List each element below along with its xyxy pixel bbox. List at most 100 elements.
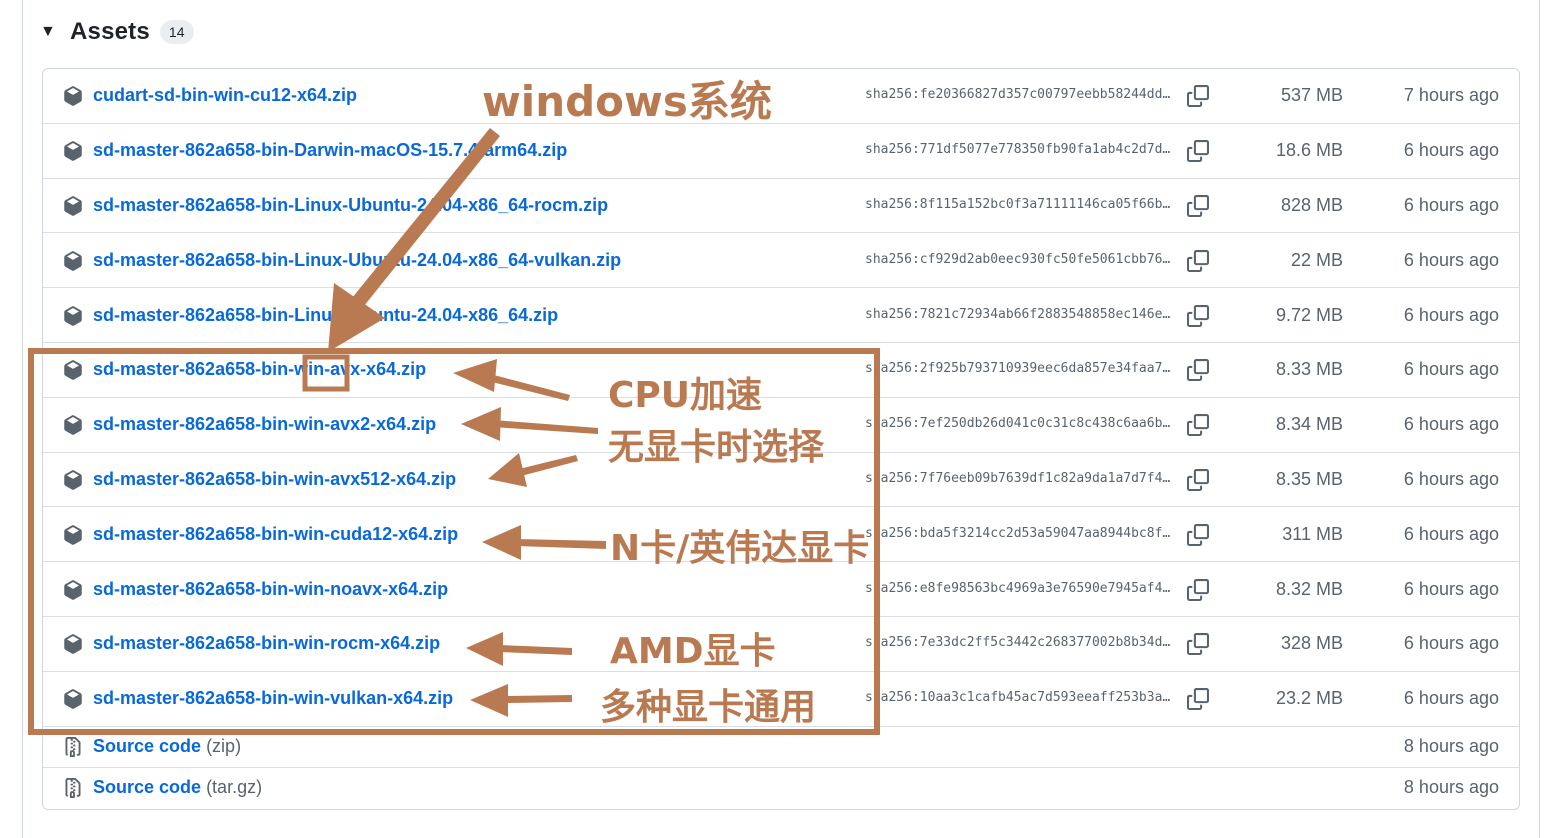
asset-link[interactable]: sd-master-862a658-bin-Darwin-macOS-15.7.… [93, 140, 568, 161]
asset-link[interactable]: sd-master-862a658-bin-win-vulkan-x64.zip [93, 688, 454, 709]
asset-size: 8.34 MB [1275, 414, 1343, 435]
asset-time: 6 hours ago [1403, 194, 1499, 215]
copy-icon[interactable] [1187, 688, 1209, 711]
asset-time: 6 hours ago [1403, 578, 1499, 599]
asset-sha256: sha256:771df5077e778350fb90fa1ab4c2d7d… [865, 142, 1171, 158]
copy-icon[interactable] [1187, 414, 1209, 437]
asset-size: 22 MB [1290, 249, 1343, 270]
asset-sha256: sha256:bda5f3214cc2d53a59047aa8944bc8f… [865, 525, 1171, 541]
asset-link[interactable]: sd-master-862a658-bin-win-cuda12-x64.zip [93, 523, 459, 544]
annotation-nvidia: N卡/英伟达显卡 [610, 528, 870, 569]
asset-link[interactable]: sd-master-862a658-bin-Linux-Ubuntu-24.04… [93, 304, 559, 325]
release-panel-frame [22, 0, 1540, 838]
source-code-time: 8 hours ago [1403, 777, 1499, 798]
copy-icon[interactable] [1187, 140, 1209, 163]
package-icon [63, 305, 83, 326]
asset-link[interactable]: sd-master-862a658-bin-win-avx2-x64.zip [93, 414, 437, 435]
asset-time: 6 hours ago [1403, 414, 1499, 435]
copy-icon[interactable] [1187, 359, 1209, 382]
asset-time: 6 hours ago [1403, 468, 1499, 489]
copy-icon[interactable] [1187, 249, 1209, 272]
asset-link[interactable]: sd-master-862a658-bin-Linux-Ubuntu-24.04… [93, 249, 622, 270]
asset-size: 8.33 MB [1275, 359, 1343, 380]
file-zip-icon [63, 778, 83, 799]
asset-time: 6 hours ago [1403, 688, 1499, 709]
source-code-format: (zip) [206, 736, 242, 757]
asset-link[interactable]: sd-master-862a658-bin-win-avx512-x64.zip [93, 468, 457, 489]
asset-size: 23.2 MB [1275, 688, 1343, 709]
asset-sha256: sha256:7ef250db26d041c0c31c8c438c6aa6b… [865, 416, 1171, 432]
asset-row: sd-master-862a658-bin-win-rocm-x64.zip sh… [43, 617, 1519, 672]
asset-size: 9.72 MB [1275, 304, 1343, 325]
file-zip-icon [63, 737, 83, 758]
package-icon [63, 86, 83, 107]
assets-title: Assets [70, 18, 150, 45]
package-icon [63, 141, 83, 161]
source-code-link[interactable]: Source code (zip) [93, 736, 241, 757]
asset-size: 18.6 MB [1275, 140, 1343, 161]
assets-count-badge: 14 [159, 20, 194, 44]
asset-sha256: sha256:10aa3c1cafb45ac7d593eeaff253b3a… [865, 690, 1171, 706]
asset-row: sd-master-862a658-bin-Linux-Ubuntu-24.04… [43, 233, 1519, 289]
asset-time: 6 hours ago [1403, 304, 1499, 325]
asset-sha256: sha256:e8fe98563bc4969a3e76590e7945af4… [865, 580, 1171, 596]
source-code-link[interactable]: Source code (tar.gz) [93, 777, 262, 798]
source-code-label: Source code [93, 777, 202, 798]
asset-sha256: sha256:7f76eeb09b7639df1c82a9da1a7d7f4… [865, 470, 1171, 486]
asset-time: 6 hours ago [1403, 140, 1499, 161]
copy-icon[interactable] [1187, 194, 1209, 217]
asset-sha256: sha256:7e33dc2ff5c3442c268377002b8b34d… [865, 635, 1171, 651]
asset-time: 6 hours ago [1403, 523, 1499, 544]
package-icon [63, 250, 83, 271]
annotation-windows: windows系统 [482, 77, 772, 126]
package-icon [63, 689, 83, 709]
asset-size: 537 MB [1280, 85, 1343, 106]
copy-icon[interactable] [1187, 523, 1209, 546]
asset-size: 8.35 MB [1275, 468, 1343, 489]
package-icon [63, 415, 83, 435]
annotation-vulkan: 多种显卡通用 [600, 687, 817, 728]
asset-row: sd-master-862a658-bin-win-avx-x64.zip sha… [43, 343, 1519, 398]
annotation-cpu-line2: 无显卡时选择 [608, 427, 825, 468]
asset-link[interactable]: sd-master-862a658-bin-Linux-Ubuntu-24.04… [93, 194, 609, 215]
source-code-time: 8 hours ago [1403, 736, 1499, 757]
source-code-label: Source code [93, 736, 202, 757]
asset-row: sd-master-862a658-bin-Linux-Ubuntu-24.04… [43, 179, 1519, 234]
asset-size: 828 MB [1280, 194, 1343, 215]
copy-icon[interactable] [1187, 468, 1209, 491]
asset-row: cudart-sd-bin-win-cu12-x64.zip sha256:fe2… [43, 69, 1519, 124]
package-icon [63, 579, 83, 600]
asset-size: 8.32 MB [1275, 578, 1343, 599]
asset-link[interactable]: sd-master-862a658-bin-win-avx-x64.zip [93, 359, 427, 380]
copy-icon[interactable] [1187, 578, 1209, 601]
package-icon [63, 524, 83, 545]
asset-link[interactable]: sd-master-862a658-bin-win-rocm-x64.zip [93, 633, 441, 654]
copy-icon[interactable] [1187, 85, 1209, 108]
assets-header[interactable]: ▼ Assets 14 [40, 14, 194, 50]
asset-time: 7 hours ago [1403, 85, 1499, 106]
asset-link[interactable]: sd-master-862a658-bin-win-noavx-x64.zip [93, 578, 449, 599]
package-icon [63, 470, 83, 490]
asset-sha256: sha256:7821c72934ab66f2883548858ec146e… [865, 306, 1171, 322]
asset-row: sd-master-862a658-bin-Darwin-macOS-15.7.… [43, 124, 1519, 179]
asset-time: 6 hours ago [1403, 633, 1499, 654]
asset-size: 311 MB [1282, 523, 1343, 544]
copy-icon[interactable] [1187, 633, 1209, 656]
asset-sha256: sha256:cf929d2ab0eec930fc50fe5061cbb76… [865, 251, 1171, 267]
source-code-format: (tar.gz) [206, 777, 263, 798]
asset-sha256: sha256:8f115a152bc0f3a71111146ca05f66b… [865, 196, 1171, 212]
copy-icon[interactable] [1187, 304, 1209, 327]
caret-down-icon[interactable]: ▼ [40, 23, 56, 40]
asset-sha256: sha256:fe20366827d357c00797eebb58244dd… [865, 87, 1171, 103]
source-code-row: Source code (tar.gz) 8 hours ago [43, 768, 1519, 809]
annotation-cpu-line1: CPU加速 [608, 375, 763, 416]
asset-time: 6 hours ago [1403, 249, 1499, 270]
asset-row: sd-master-862a658-bin-Linux-Ubuntu-24.04… [43, 288, 1519, 343]
package-icon [63, 360, 83, 381]
package-icon [63, 196, 83, 216]
asset-time: 6 hours ago [1403, 359, 1499, 380]
asset-link[interactable]: cudart-sd-bin-win-cu12-x64.zip [93, 85, 358, 106]
source-code-row: Source code (zip) 8 hours ago [43, 727, 1519, 768]
annotation-amd: AMD显卡 [610, 631, 776, 672]
asset-sha256: sha256:2f925b793710939eec6da857e34faa7… [865, 361, 1171, 377]
